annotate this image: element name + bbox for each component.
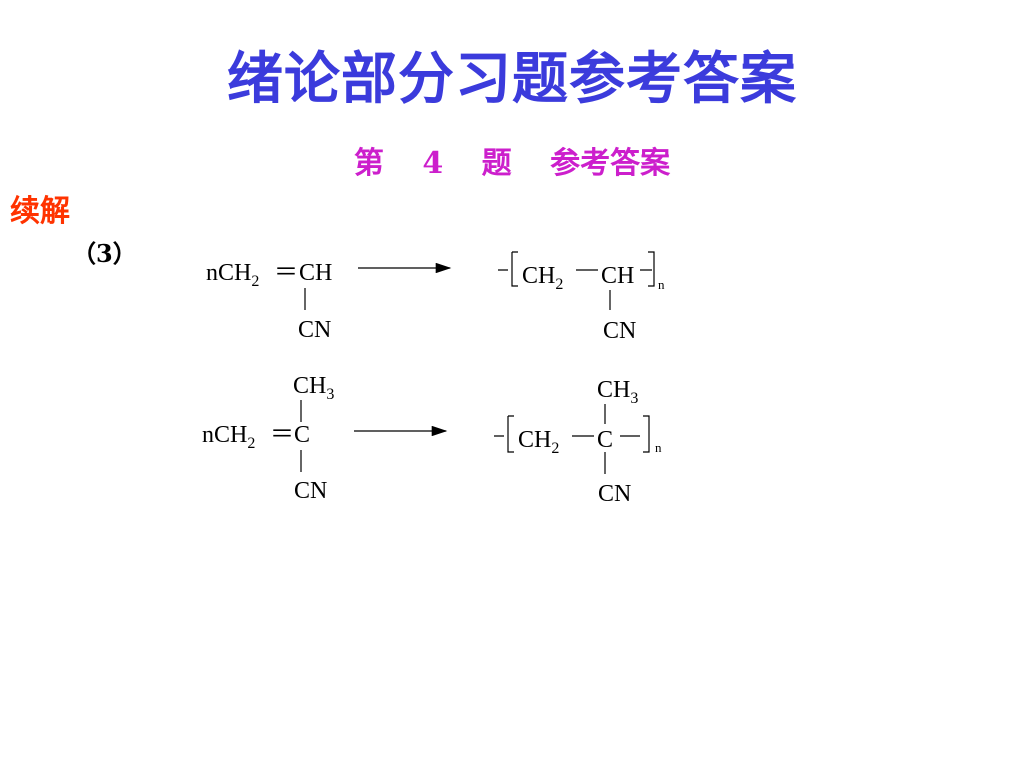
reactant-2-formula: nCH2 bbox=[202, 422, 255, 452]
product-1-left-group: CH2 bbox=[522, 263, 563, 293]
slide-title: 绪论部分习题参考答案 bbox=[227, 47, 797, 112]
product-1-bottom: CN bbox=[603, 318, 636, 344]
product-1-left-bracket bbox=[498, 251, 518, 287]
reactant-1-center: CH bbox=[299, 260, 332, 286]
product-2-left-bracket bbox=[494, 415, 514, 453]
reactant-2-center: C bbox=[294, 422, 310, 448]
reactant-2-double-bond: ＝ bbox=[270, 422, 294, 448]
product-2-repeat: n bbox=[655, 440, 662, 455]
reaction-2-product: CH3 CH2 C n CN bbox=[494, 377, 662, 507]
reaction-1-product: CH2 CH CN n bbox=[498, 251, 665, 344]
product-2-bottom: CN bbox=[598, 481, 631, 507]
product-1-right-bracket bbox=[640, 251, 655, 287]
reactant-2-top: CH3 bbox=[293, 373, 334, 403]
reactant-2-bottom: CN bbox=[294, 478, 327, 504]
subtitle-prefix: 第 bbox=[353, 146, 384, 181]
subtitle-suffix: 参考答案 bbox=[550, 146, 671, 181]
reactant-1-formula: nCH2 bbox=[206, 260, 259, 290]
continuation-label: 续解 bbox=[10, 194, 70, 229]
subtitle-number: 4 bbox=[422, 146, 444, 181]
product-1-repeat: n bbox=[658, 277, 665, 292]
reaction-1-reactant: nCH2 ＝ CH CN bbox=[206, 260, 332, 343]
reactant-1-double-bond: ＝ bbox=[274, 260, 298, 286]
part-label: （3） bbox=[72, 239, 137, 268]
product-2-right-bracket bbox=[643, 415, 650, 453]
product-1-center: CH bbox=[601, 263, 634, 289]
product-2-center: C bbox=[597, 427, 613, 453]
reaction-2-reactant: CH3 nCH2 ＝ C CN bbox=[202, 373, 334, 504]
product-2-top: CH3 bbox=[597, 377, 638, 407]
product-2-left-group: CH2 bbox=[518, 427, 559, 457]
reactant-1-bottom: CN bbox=[298, 317, 331, 343]
slide-subtitle: 第 4 题 参考答案 bbox=[0, 138, 1024, 182]
subtitle-word: 题 bbox=[481, 146, 512, 181]
